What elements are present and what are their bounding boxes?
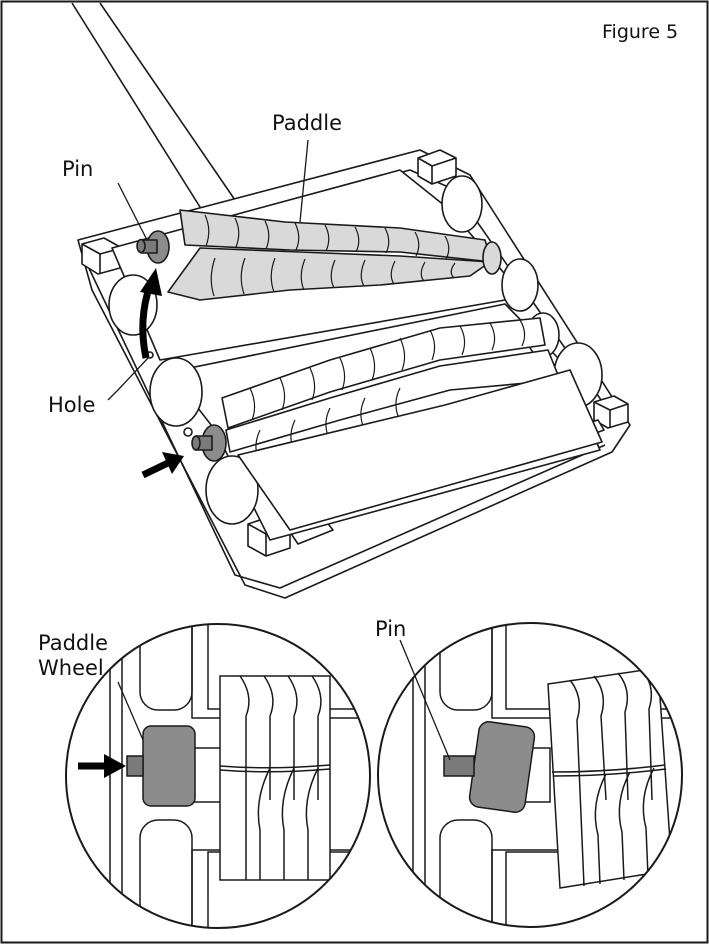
label-hole: Hole xyxy=(48,393,95,417)
upper-pin-tip xyxy=(136,238,146,254)
lower-brush-end-wheel-bottom xyxy=(205,455,259,525)
curved-up-arrow-icon xyxy=(139,268,162,359)
upper-brush-end-wheel-far xyxy=(501,258,539,312)
lower-cover-plate xyxy=(237,369,603,531)
clip-top-right xyxy=(417,149,457,185)
leader-pin-detail xyxy=(399,639,451,761)
hole-lower xyxy=(183,427,193,437)
label-paddle: Paddle xyxy=(272,111,342,135)
figure-title: Figure 5 xyxy=(602,21,678,43)
upper-paddle-ribs xyxy=(204,214,456,297)
upper-paddle-end-cap xyxy=(482,241,502,275)
lower-paddle-ribs xyxy=(249,319,526,459)
lower-paddle-brush xyxy=(191,317,561,462)
detail-pin xyxy=(377,622,683,928)
detail-left-arrow xyxy=(78,754,126,778)
lower-brush-end-wheel-left xyxy=(149,357,203,427)
upper-paddle-brush xyxy=(136,209,502,301)
label-pin: Pin xyxy=(62,157,93,181)
label-paddle-wheel-line1: Paddle xyxy=(38,631,108,655)
vacuum-main-illustration xyxy=(71,2,631,599)
label-pin-detail: Pin xyxy=(375,617,406,641)
upper-paddle-blade-bottom xyxy=(167,247,491,301)
main-leader-lines xyxy=(107,139,309,401)
leader-paddle-wheel xyxy=(117,681,144,741)
handle xyxy=(71,2,236,216)
lower-pin-tip xyxy=(191,435,201,451)
right-arrow-icon xyxy=(141,452,184,479)
label-paddle-wheel-line2: Wheel xyxy=(38,656,104,680)
upper-brush-end-wheel-right xyxy=(441,175,483,233)
